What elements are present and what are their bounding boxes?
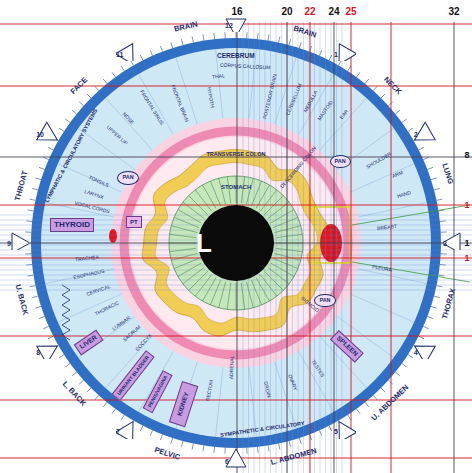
zone-marker: 4 — [414, 339, 436, 359]
grid-number: 1 — [465, 254, 470, 263]
grid-number: 8 — [465, 151, 470, 160]
organ-label: CEREBRUM — [217, 53, 255, 60]
grid-number: 25 — [346, 7, 357, 17]
zone-marker: 11 — [116, 41, 138, 61]
zone-number: 2 — [414, 131, 418, 138]
organ-oval: PAN — [117, 171, 138, 185]
zone-marker: 10 — [36, 121, 58, 141]
organ-oval: PAN — [330, 155, 351, 169]
organ-label: TRANSVERSE COLON — [207, 152, 266, 158]
grid-number: 20 — [282, 7, 293, 17]
organ-oval: PAN — [314, 294, 335, 308]
grid-number: 1 — [465, 239, 470, 248]
organ-box: PT — [126, 216, 142, 228]
grid-number: 16 — [232, 7, 243, 17]
grid-number: 1 — [465, 201, 470, 210]
zone-marker: 2 — [414, 121, 436, 141]
zone-number: 4 — [414, 349, 418, 356]
zone-marker: 1 — [334, 41, 356, 61]
zone-number: 10 — [36, 131, 44, 138]
grid-lines — [0, 22, 472, 473]
zone-marker: 9 — [7, 230, 29, 250]
zone-marker: 5 — [334, 419, 356, 439]
zone-name: THROAT — [14, 169, 29, 201]
zone-number: 6 — [225, 458, 229, 465]
grid-number: 32 — [449, 7, 460, 17]
organ-label: ADRENAL — [229, 356, 235, 380]
organ-box: THYROID — [50, 218, 94, 232]
zone-name: L. BACK — [61, 380, 87, 407]
zone-number: 1 — [334, 51, 338, 58]
zone-marker: 7 — [116, 419, 138, 439]
organ-name: KIDNEY — [176, 392, 190, 417]
zone-marker: 8 — [36, 339, 58, 359]
zone-number: 7 — [116, 428, 120, 435]
organ-name: L — [196, 230, 212, 256]
zone-number: 5 — [334, 428, 338, 435]
zone-number: 12 — [225, 22, 233, 29]
zone-number: 3 — [443, 240, 447, 247]
zone-name: BRAIN — [174, 20, 199, 33]
pupil-circle: L — [196, 203, 276, 283]
grid-number: 22 — [305, 7, 316, 17]
zone-name: PELVIC — [153, 446, 181, 461]
zone-name: LUNG — [440, 163, 454, 186]
zone-name: THORAX — [441, 288, 457, 321]
organ-name: PAN — [122, 175, 133, 181]
zone-number: 11 — [116, 51, 123, 58]
zone-marker: 6 — [225, 448, 247, 468]
organ-label: STOMACH — [221, 184, 251, 190]
zone-number: 8 — [36, 349, 40, 356]
zone-marker: 3 — [443, 230, 465, 250]
organ-name: PAN — [319, 298, 330, 304]
zone-name: BRAIN — [292, 24, 317, 38]
zone-name: U. BACK — [14, 284, 29, 316]
zone-number: 9 — [7, 240, 11, 247]
organ-name: PT — [130, 219, 138, 225]
grid-number: 24 — [329, 7, 340, 17]
zone-name: NECK — [383, 76, 403, 96]
organ-name: THYROID — [54, 221, 90, 229]
organ-name: PAN — [335, 159, 346, 165]
